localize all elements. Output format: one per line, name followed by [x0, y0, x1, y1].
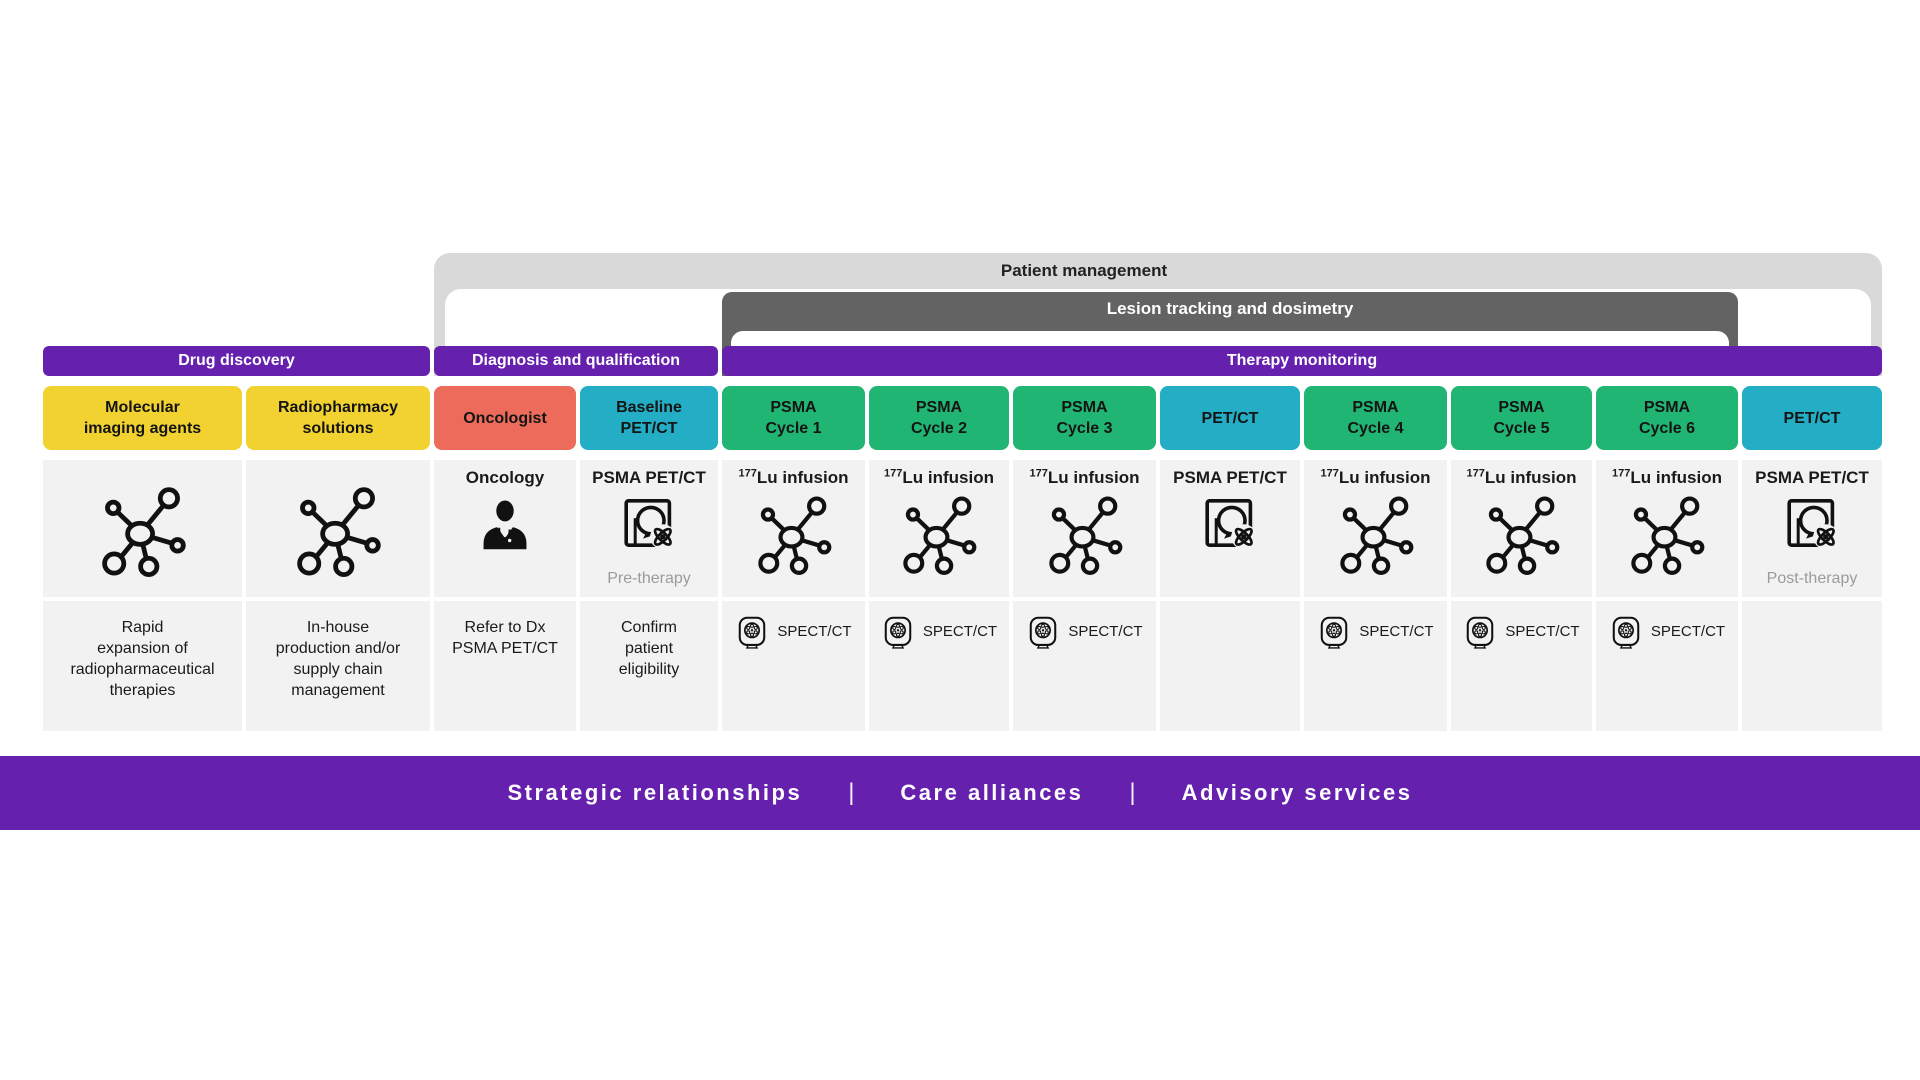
header-baseline-petct: Baseline PET/CT	[580, 386, 718, 450]
header-psma-cycle-6: PSMA Cycle 6	[1596, 386, 1738, 450]
phase-diagnosis-qualification: Diagnosis and qualification	[434, 346, 718, 376]
header-mid-petct: PET/CT	[1160, 386, 1300, 450]
spect-ct-label: SPECT/CT	[777, 623, 852, 640]
body-oncologist: Refer to Dx PSMA PET/CT	[434, 601, 576, 731]
spect-ct-label: SPECT/CT	[1650, 623, 1726, 640]
lu-infusion-label: 177Lu infusion	[884, 467, 994, 487]
icon-cell-cycle-3: 177Lu infusion	[1013, 460, 1156, 597]
spect-ct-icon	[1609, 615, 1643, 649]
spect-cell-cycle-6: SPECT/CT	[1596, 601, 1738, 731]
phase-label: Diagnosis and qualification	[471, 352, 681, 369]
spect-ct-label: SPECT/CT	[1068, 623, 1143, 640]
icon-cell-cycle-4: 177Lu infusion	[1304, 460, 1447, 597]
psma-petct-label: PSMA PET/CT	[1755, 468, 1869, 487]
lu-infusion-label: 177Lu infusion	[738, 467, 849, 487]
phase-therapy-monitoring: Therapy monitoring	[722, 346, 1882, 376]
pet-ct-scanner-icon	[619, 493, 679, 553]
empty-cell-mid-petct	[1160, 601, 1300, 731]
molecule-icon	[1043, 491, 1127, 575]
icon-cell-cycle-6: 177Lu infusion	[1596, 460, 1738, 597]
oncology-label: Oncology	[465, 468, 545, 487]
patient-management-label: Patient management	[1000, 261, 1168, 280]
spect-cell-cycle-4: SPECT/CT	[1304, 601, 1447, 731]
spect-ct-label: SPECT/CT	[1505, 623, 1580, 640]
footer-banner: Strategic relationships | Care alliances…	[0, 756, 1920, 830]
description-row: Rapid expansion of radiopharmaceutical t…	[43, 601, 1882, 731]
header-radiopharmacy-solutions: Radiopharmacy solutions	[246, 386, 430, 450]
icon-cell-cycle-1: 177Lu infusion	[722, 460, 865, 597]
icon-row: Oncology PSMA PET/CT Pre-therapy 177Lu i…	[43, 460, 1882, 597]
molecule-icon	[1480, 491, 1564, 575]
phase-label: Drug discovery	[178, 352, 295, 369]
header-final-petct: PET/CT	[1742, 386, 1882, 450]
body-baseline-petct: Confirm patient eligibility	[580, 601, 718, 731]
phase-row: Drug discovery Diagnosis and qualificati…	[43, 346, 1882, 376]
header-psma-cycle-4: PSMA Cycle 4	[1304, 386, 1447, 450]
molecule-icon	[1334, 491, 1418, 575]
spect-cell-cycle-5: SPECT/CT	[1451, 601, 1592, 731]
spect-ct-icon	[735, 615, 769, 649]
empty-cell-final-petct	[1742, 601, 1882, 731]
phase-label: Therapy monitoring	[1226, 352, 1378, 369]
header-psma-cycle-2: PSMA Cycle 2	[869, 386, 1009, 450]
pet-ct-scanner-icon	[1200, 493, 1260, 553]
psma-petct-label: PSMA PET/CT	[1173, 468, 1287, 487]
body-radiopharmacy: In-house production and/or supply chain …	[246, 601, 430, 731]
icon-cell-final-petct: PSMA PET/CT Post-therapy	[1742, 460, 1882, 597]
spect-ct-icon	[1317, 615, 1351, 649]
footer-separator: |	[1129, 779, 1136, 806]
post-therapy-label: Post-therapy	[1766, 570, 1858, 587]
lu-infusion-label: 177Lu infusion	[1612, 467, 1722, 487]
spect-cell-cycle-1: SPECT/CT	[722, 601, 865, 731]
molecule-icon	[752, 491, 836, 575]
spect-ct-icon	[881, 615, 915, 649]
lesion-tracking-label: Lesion tracking and dosimetry	[1106, 299, 1354, 318]
molecule-icon	[1625, 491, 1709, 575]
header-psma-cycle-1: PSMA Cycle 1	[722, 386, 865, 450]
icon-cell-oncology: Oncology	[434, 460, 576, 597]
doctor-icon	[476, 497, 534, 555]
spect-cell-cycle-2: SPECT/CT	[869, 601, 1009, 731]
footer-advisory-services: Advisory services	[1181, 780, 1413, 805]
pet-ct-scanner-icon	[1782, 493, 1842, 553]
column-header-row: Molecular imaging agents Radiopharmacy s…	[43, 386, 1882, 450]
pre-therapy-label: Pre-therapy	[607, 570, 691, 587]
spect-cell-cycle-3: SPECT/CT	[1013, 601, 1156, 731]
lu-infusion-label: 177Lu infusion	[1029, 467, 1140, 487]
footer-separator: |	[848, 779, 855, 806]
icon-cell-baseline-petct: PSMA PET/CT Pre-therapy	[580, 460, 718, 597]
spect-ct-icon	[1026, 615, 1060, 649]
footer-strategic-relationships: Strategic relationships	[507, 780, 803, 805]
molecule-icon	[95, 481, 191, 577]
icon-cell-radiopharmacy	[246, 460, 430, 597]
body-molecular-imaging: Rapid expansion of radiopharmaceutical t…	[43, 601, 242, 731]
spect-ct-label: SPECT/CT	[922, 623, 998, 640]
spect-ct-label: SPECT/CT	[1359, 623, 1434, 640]
molecule-icon	[290, 481, 386, 577]
header-psma-cycle-3: PSMA Cycle 3	[1013, 386, 1156, 450]
lu-infusion-label: 177Lu infusion	[1466, 467, 1577, 487]
lu-infusion-label: 177Lu infusion	[1320, 467, 1431, 487]
header-molecular-imaging-agents: Molecular imaging agents	[43, 386, 242, 450]
molecule-icon	[897, 491, 981, 575]
footer-care-alliances: Care alliances	[900, 780, 1084, 805]
header-psma-cycle-5: PSMA Cycle 5	[1451, 386, 1592, 450]
icon-cell-cycle-5: 177Lu infusion	[1451, 460, 1592, 597]
icon-cell-cycle-2: 177Lu infusion	[869, 460, 1009, 597]
icon-cell-mid-petct: PSMA PET/CT	[1160, 460, 1300, 597]
icon-cell-molecular-imaging	[43, 460, 242, 597]
psma-petct-label: PSMA PET/CT	[592, 468, 706, 487]
header-oncologist: Oncologist	[434, 386, 576, 450]
phase-drug-discovery: Drug discovery	[43, 346, 430, 376]
spect-ct-icon	[1463, 615, 1497, 649]
